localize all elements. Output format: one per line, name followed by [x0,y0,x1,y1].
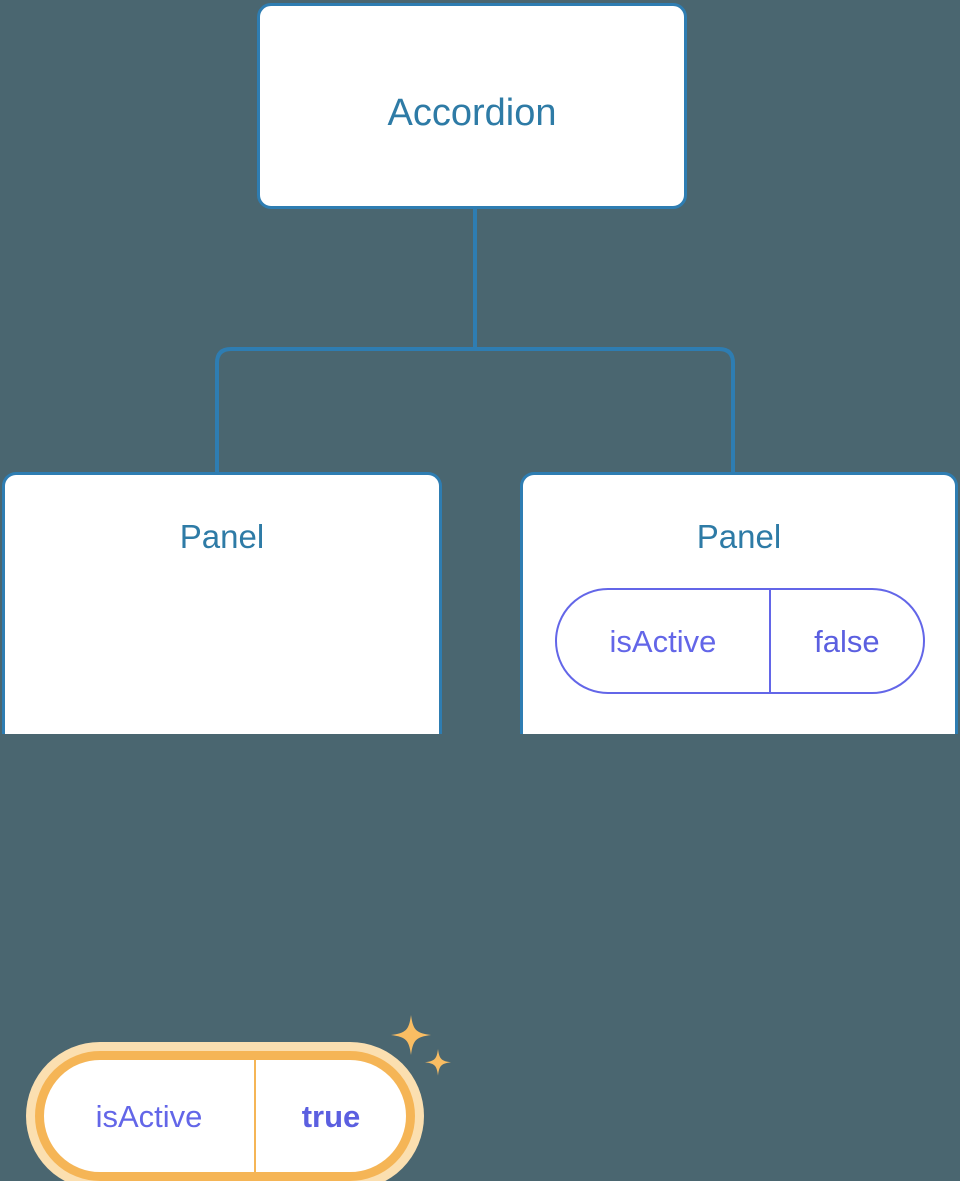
prop-value-label: true [301,1098,361,1134]
tree-node-panel-left[interactable]: Panel isActive true [2,472,451,1181]
node-title-panel-right: Panel [696,518,782,555]
connector-branch-bus [215,347,735,472]
node-title-accordion: Accordion [387,92,557,134]
prop-value-label: false [814,623,880,659]
component-tree-diagram: Accordion Panel isActive true Panel isAc… [2,3,958,1181]
sparkle-small-icon [425,1049,451,1076]
prop-pill-isactive-true[interactable]: isActive true [35,1051,415,1181]
sparkle-large-icon [391,1015,431,1055]
prop-key-label: isActive [44,1060,256,1172]
prop-pill-highlight-wrapper: isActive true [35,1051,415,1181]
connector-lines [215,209,735,472]
prop-key-label: isActive [557,590,771,692]
prop-pill-isactive-false[interactable]: isActive false [555,588,925,694]
tree-node-accordion[interactable]: Accordion [257,3,687,209]
node-title-panel-left: Panel [179,518,265,555]
